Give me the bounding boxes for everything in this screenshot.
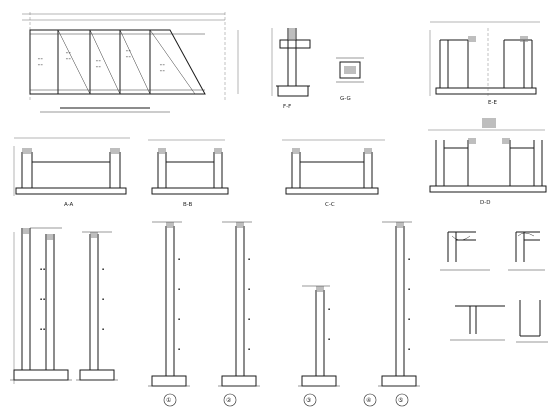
label-dd: D-D [480,200,490,206]
svg-text:━ ━: ━ ━ [37,57,43,61]
wall-section-4: ▪ ▪ ▪ ▪ [218,221,260,387]
svg-text:▪: ▪ [408,347,410,351]
label-cc: C-C [325,202,335,208]
svg-text:▪ ▪: ▪ ▪ [40,267,45,271]
svg-text:▪ ▪: ▪ ▪ [40,327,45,331]
svg-text:▪: ▪ [178,347,180,351]
svg-text:▪: ▪ [248,257,250,261]
svg-text:▪: ▪ [102,327,104,331]
svg-text:━ ━: ━ ━ [37,63,43,67]
section-gg: G-G [336,57,364,102]
svg-text:━ ━: ━ ━ [65,51,71,55]
svg-text:━ ━: ━ ━ [159,69,165,73]
svg-text:▪: ▪ [248,317,250,321]
svg-text:━ ━: ━ ━ [125,49,131,53]
section-dd: D-D [428,118,547,206]
section-bb: B-B [148,139,229,208]
wall-section-3: ▪ ▪ ▪ ▪ [148,221,190,387]
axis-marker-5: ⑤ [398,397,403,404]
svg-text:▪: ▪ [248,347,250,351]
section-ee: E-E [429,21,540,106]
section-aa: A-A [13,137,130,208]
svg-text:━ ━: ━ ━ [95,59,101,63]
svg-text:▪: ▪ [178,257,180,261]
svg-text:▪: ▪ [328,337,330,341]
label-aa: A-A [64,202,74,208]
svg-text:━ ━: ━ ━ [65,57,71,61]
anchor-detail [516,300,548,343]
wall-section-2: ▪ ▪ ▪ [76,231,118,381]
label-ff: F-F [283,104,291,110]
svg-text:▪: ▪ [178,287,180,291]
svg-text:━ ━: ━ ━ [159,63,165,67]
rebar-detail [450,305,505,341]
svg-text:▪: ▪ [328,307,330,311]
svg-text:▪: ▪ [248,287,250,291]
axis-marker-3: ③ [306,397,311,404]
svg-text:━ ━: ━ ━ [95,65,101,69]
corner-detail-right [508,231,545,271]
wall-section-1: ▪ ▪ ▪ ▪ ▪ ▪ [10,227,72,384]
label-bb: B-B [183,202,193,208]
label-ee: E-E [488,100,497,106]
svg-text:▪: ▪ [408,287,410,291]
axis-marker-4: ④ [366,397,371,404]
svg-text:▪ ▪: ▪ ▪ [40,297,45,301]
section-cc: C-C [282,139,385,208]
section-ff: F-F [271,28,311,110]
corner-detail-left [440,231,490,271]
svg-text:▪: ▪ [102,267,104,271]
wall-section-6: ▪ ▪ ▪ ▪ [378,221,420,387]
svg-text:▪: ▪ [178,317,180,321]
axis-marker-2: ② [226,397,232,404]
label-gg: G-G [340,96,351,102]
floor-plan: ━ ━ ━ ━ ━ ━ ━ ━ ━ ━ ━ ━ ━ ━ ━ ━ ━ ━ ━ ━ [22,12,239,113]
svg-text:▪: ▪ [408,257,410,261]
svg-text:▪: ▪ [102,297,104,301]
axis-markers: ① ② ③ ④ ⑤ [163,393,409,407]
svg-text:━ ━: ━ ━ [125,55,131,59]
wall-section-5: ▪▪ [298,285,340,387]
svg-text:▪: ▪ [408,317,410,321]
axis-marker-1: ① [166,397,171,404]
